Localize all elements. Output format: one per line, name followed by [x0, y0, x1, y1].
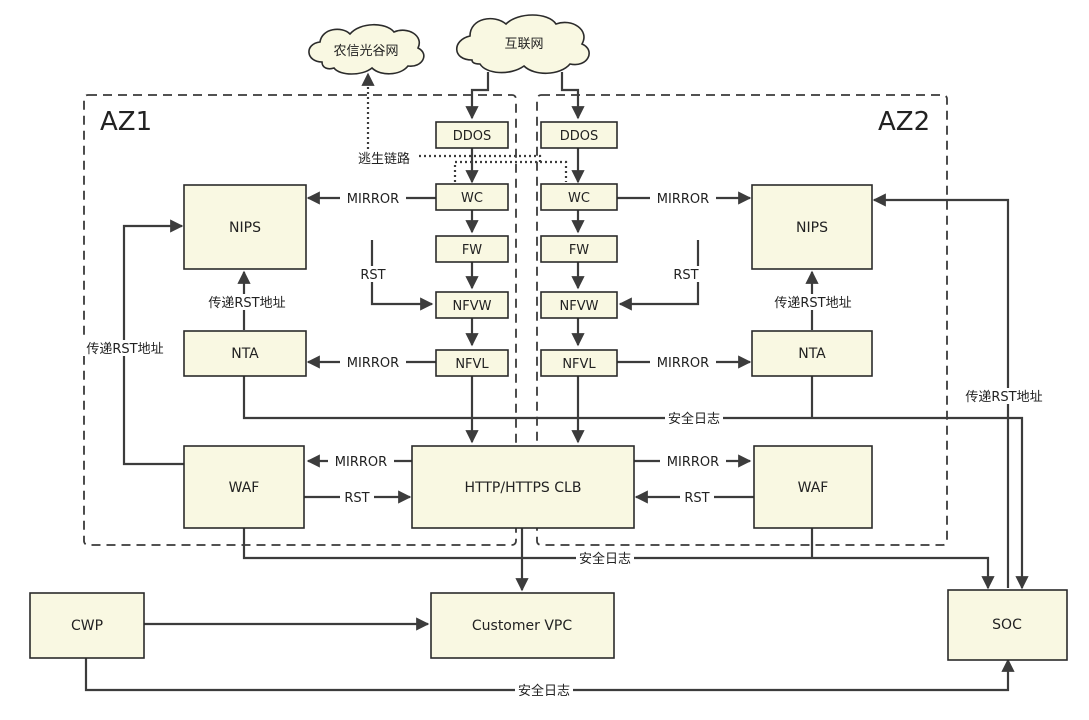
svg-text:NIPS: NIPS [229, 220, 261, 236]
rst-addr-label-waf-az1: 传递RST地址 [86, 342, 163, 357]
nta-node-az2: NTA [751, 330, 873, 377]
rst-addr-label-soc: 传递RST地址 [965, 390, 1042, 405]
ddos-node-az1: DDOS [435, 121, 509, 149]
svg-text:NTA: NTA [798, 346, 826, 362]
svg-text:WC: WC [461, 191, 483, 206]
svg-text:HTTP/HTTPS CLB: HTTP/HTTPS CLB [465, 480, 582, 496]
rst-label-waf-az2: RST [684, 491, 709, 506]
fw-node-az1: FW [435, 235, 509, 263]
svg-text:DDOS: DDOS [453, 129, 492, 144]
nips-node-az2: NIPS [751, 184, 873, 270]
wc-node-az1: WC [435, 183, 509, 211]
waf-node-az2: WAF [753, 445, 873, 529]
svg-text:FW: FW [462, 243, 482, 258]
customer-vpc-node: Customer VPC [430, 592, 615, 659]
internet-to-ddos-az1 [465, 72, 490, 120]
az2-label: AZ2 [878, 107, 930, 137]
mirror-label-clb-az1: MIRROR [335, 455, 387, 470]
svg-text:WC: WC [568, 191, 590, 206]
soc-to-nips-az2 [872, 193, 1010, 588]
svg-text:NTA: NTA [231, 346, 259, 362]
nips-rst-nfvw-az1 [370, 240, 434, 311]
nta-node-az1: NTA [183, 330, 307, 377]
mirror-label-clb-az2: MIRROR [667, 455, 719, 470]
nfvl-node-az2: NFVL [540, 349, 618, 377]
rst-label-nips-az1: RST [360, 268, 385, 283]
escape-path-up [361, 72, 406, 158]
svg-text:WAF: WAF [229, 480, 260, 496]
mirror-label-wc-az2: MIRROR [657, 192, 709, 207]
security-log-label-cwp: 安全日志 [518, 683, 570, 699]
svg-text:NIPS: NIPS [796, 220, 828, 236]
rst-label-waf-az1: RST [344, 491, 369, 506]
svg-text:FW: FW [569, 243, 589, 258]
az2-zone [536, 94, 948, 546]
az1-label: AZ1 [100, 107, 152, 137]
rst-label-nips-az2: RST [673, 268, 698, 283]
svg-text:WAF: WAF [798, 480, 829, 496]
svg-text:Customer VPC: Customer VPC [472, 618, 572, 634]
security-log-label-waf: 安全日志 [579, 551, 631, 567]
ddos-node-az2: DDOS [540, 121, 618, 149]
internet-cloud: 互联网 [455, 14, 590, 75]
clb-node: HTTP/HTTPS CLB [411, 445, 635, 529]
rst-addr-label-az1: 传递RST地址 [208, 296, 285, 311]
soc-node: SOC [947, 589, 1068, 661]
nips-node-az1: NIPS [183, 184, 307, 270]
nfvl-node-az1: NFVL [435, 349, 509, 377]
mirror-label-wc-az1: MIRROR [347, 192, 399, 207]
nta-log-soc [242, 376, 1029, 590]
svg-text:NFVW: NFVW [453, 299, 492, 314]
cwp-node: CWP [29, 592, 145, 659]
internet-to-ddos-az2 [560, 72, 585, 120]
svg-text:农信光谷网: 农信光谷网 [333, 44, 398, 59]
svg-text:CWP: CWP [71, 618, 103, 634]
mirror-label-nfvl-az1: MIRROR [347, 356, 399, 371]
nfvw-node-az1: NFVW [435, 291, 509, 319]
escape-path-az2 [406, 154, 542, 162]
svg-text:SOC: SOC [992, 617, 1022, 633]
escape-path-label: 逃生链路 [358, 151, 410, 167]
wc-node-az2: WC [540, 183, 618, 211]
waf-node-az1: WAF [183, 445, 305, 529]
mirror-label-nfvl-az2: MIRROR [657, 356, 709, 371]
rst-addr-label-az2: 传递RST地址 [774, 296, 851, 311]
svg-text:DDOS: DDOS [560, 129, 599, 144]
security-log-label-nta: 安全日志 [668, 411, 720, 427]
nips-rst-nfvw-az2 [618, 240, 700, 311]
svg-text:NFVW: NFVW [560, 299, 599, 314]
az1-zone [83, 94, 517, 546]
svg-text:互联网: 互联网 [504, 37, 543, 52]
nongxin-cloud: 农信光谷网 [308, 23, 425, 75]
nfvw-node-az2: NFVW [540, 291, 618, 319]
svg-text:NFVL: NFVL [562, 357, 596, 372]
escape-path [453, 160, 568, 182]
fw-node-az2: FW [540, 235, 618, 263]
svg-text:NFVL: NFVL [455, 357, 489, 372]
